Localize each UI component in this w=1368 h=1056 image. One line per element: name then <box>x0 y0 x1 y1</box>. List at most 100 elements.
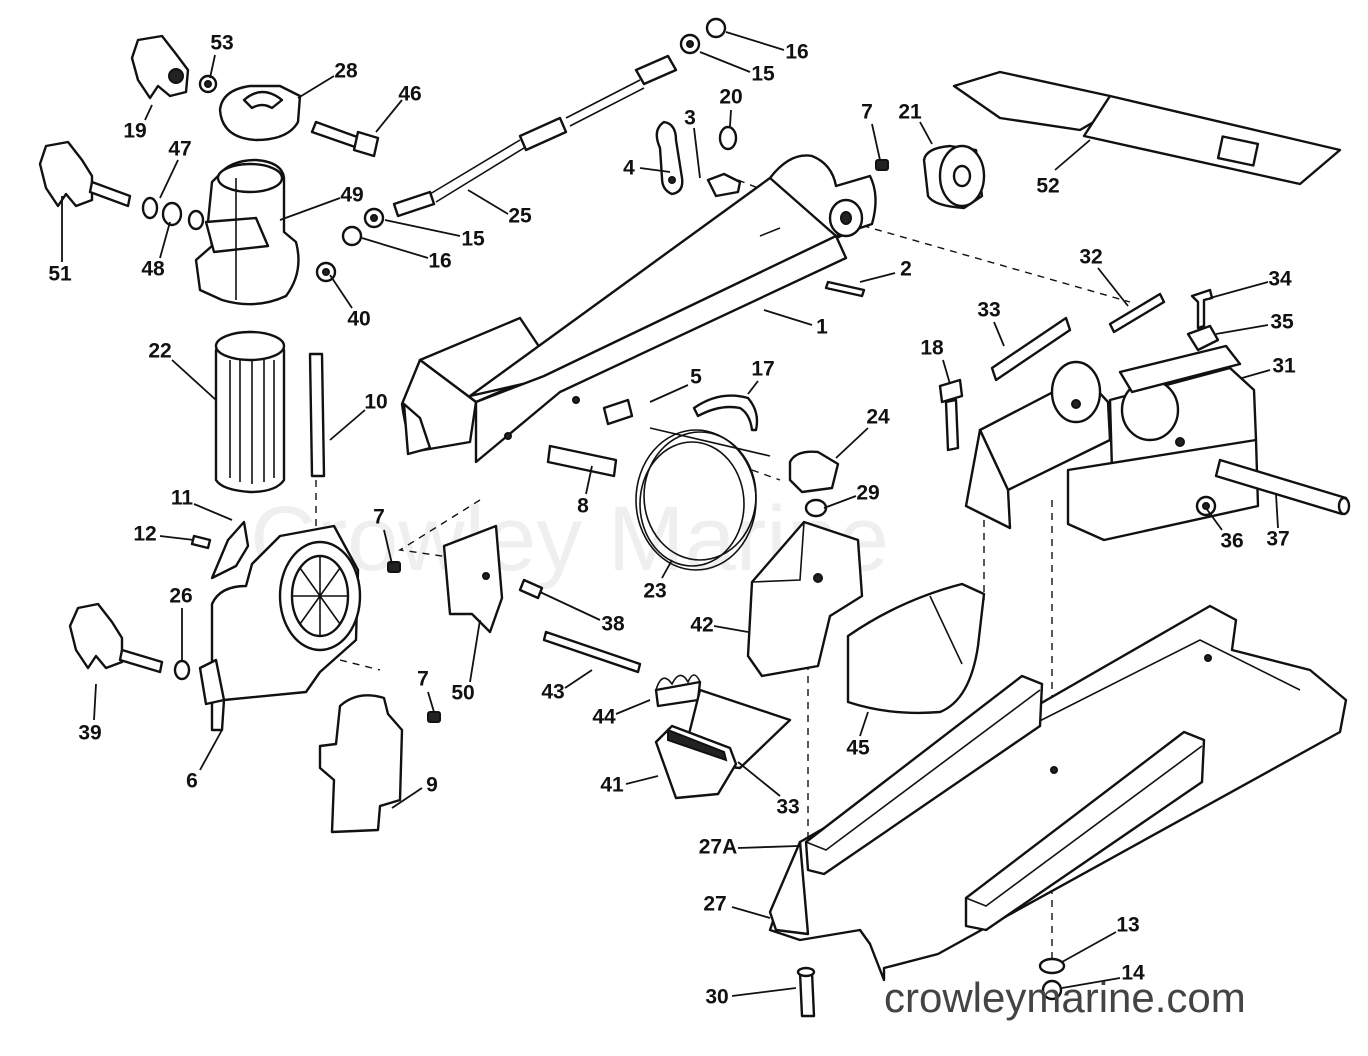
leader-line-c23 <box>661 559 673 579</box>
latch-11 <box>210 520 250 580</box>
part-number-c27: 27 <box>703 893 726 916</box>
part-number-c18: 18 <box>920 337 944 360</box>
leader-line-c16b <box>361 237 429 259</box>
bracket-9 <box>318 694 404 834</box>
part-number-c41: 41 <box>600 774 624 797</box>
part-number-c7a: 7 <box>861 101 873 124</box>
spring-44 <box>654 674 702 708</box>
part-number-c19: 19 <box>123 120 146 143</box>
washer-20 <box>718 125 738 151</box>
block-42 <box>746 520 864 678</box>
leader-line-c10 <box>329 409 366 441</box>
handle-housing-6 <box>198 524 362 732</box>
cover-45 <box>846 582 986 715</box>
part-number-c27A: 27A <box>699 836 738 859</box>
part-number-c37: 37 <box>1266 528 1289 551</box>
part-number-c7c: 7 <box>417 668 429 691</box>
leader-line-c17 <box>747 380 759 395</box>
leader-line-c37 <box>1275 493 1279 529</box>
handle-grip-22 <box>214 330 286 494</box>
part-number-c43: 43 <box>541 681 564 704</box>
part-number-c52: 52 <box>1036 175 1059 198</box>
main-arm-1 <box>400 154 877 464</box>
knob-19 <box>130 34 190 100</box>
leader-line-c31 <box>1241 369 1271 379</box>
part-number-c22: 22 <box>148 340 171 363</box>
pad-27A <box>804 674 1044 876</box>
screw-34 <box>1190 288 1214 330</box>
base-plate-27 <box>768 604 1348 982</box>
leader-line-c21 <box>919 121 933 145</box>
leader-line-c53 <box>209 54 216 79</box>
part-number-c7b: 7 <box>373 506 385 529</box>
leader-line-c42 <box>713 625 749 633</box>
setscrew-7-mid <box>387 561 401 573</box>
part-number-c32: 32 <box>1079 246 1102 269</box>
leader-line-c27A <box>737 845 799 849</box>
leader-line-c49 <box>279 197 341 221</box>
part-number-c33b: 33 <box>776 796 799 819</box>
leader-line-c3 <box>693 127 701 179</box>
part-number-c35: 35 <box>1270 311 1294 334</box>
part-number-c15a: 15 <box>751 63 775 86</box>
leader-line-c46 <box>375 99 403 133</box>
part-number-c15b: 15 <box>461 228 485 251</box>
link-4 <box>655 120 684 196</box>
part-number-c51: 51 <box>48 263 72 286</box>
part-number-c29: 29 <box>856 482 879 505</box>
leader-line-c29 <box>823 495 857 509</box>
website-footer-text: crowleymarine.com <box>884 974 1246 1021</box>
callout-leaders <box>61 31 1279 997</box>
leader-line-c9 <box>391 787 423 809</box>
leader-line-c48 <box>159 221 171 259</box>
bolt-46 <box>310 120 380 158</box>
part-number-c33a: 33 <box>977 299 1000 322</box>
leader-line-c15a <box>699 51 751 73</box>
strip-32 <box>1108 292 1166 334</box>
leader-line-c4 <box>639 167 671 173</box>
leader-line-c24 <box>835 427 869 459</box>
part-number-c1: 1 <box>816 316 828 339</box>
part-number-c47: 47 <box>168 138 191 161</box>
leader-line-c7c <box>427 691 435 713</box>
leader-line-c7b <box>383 529 393 565</box>
leader-line-c33b <box>737 761 781 797</box>
leader-line-c35 <box>1215 324 1269 335</box>
part-number-c44: 44 <box>592 706 616 729</box>
part-number-c30: 30 <box>705 986 728 1009</box>
cable-clip-24 <box>788 450 840 494</box>
part-number-c2: 2 <box>900 258 912 281</box>
pin-37 <box>1214 458 1351 516</box>
part-number-c34: 34 <box>1268 268 1292 291</box>
leader-line-c50 <box>469 619 481 683</box>
leader-line-c11 <box>193 503 233 521</box>
knob-51 <box>38 140 132 208</box>
leader-line-c22 <box>171 359 217 401</box>
mounting-bracket-31 <box>964 344 1260 542</box>
leader-line-c38 <box>539 591 601 621</box>
part-number-c16a: 16 <box>785 41 808 64</box>
part-number-c40: 40 <box>347 308 370 331</box>
leader-line-c25 <box>467 189 509 215</box>
part-number-c17: 17 <box>751 358 774 381</box>
clip-3 <box>706 172 742 198</box>
leader-line-c45 <box>859 711 869 737</box>
pin-2 <box>824 280 866 298</box>
nut-35 <box>1186 324 1220 352</box>
leader-line-c43 <box>564 669 593 689</box>
screw-38 <box>518 578 544 600</box>
leader-line-c40 <box>329 274 353 309</box>
leader-line-c15b <box>384 219 461 237</box>
spring-clip-17 <box>692 394 759 432</box>
leader-line-c8 <box>585 465 593 495</box>
screw-12 <box>190 534 212 550</box>
clamp-clip-28 <box>218 84 302 142</box>
part-number-c23: 23 <box>643 580 666 603</box>
nut-53 <box>198 74 218 94</box>
leader-line-c33a <box>993 321 1005 347</box>
leader-line-c13 <box>1061 931 1117 963</box>
leader-line-c36 <box>1205 507 1223 531</box>
cable-coil-23 <box>635 427 771 571</box>
part-number-c10: 10 <box>364 391 387 414</box>
